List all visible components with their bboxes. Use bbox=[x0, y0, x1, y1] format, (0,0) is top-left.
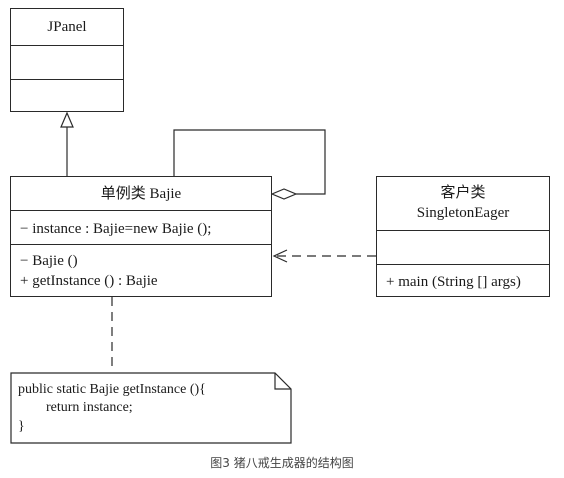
note-folded-corner bbox=[274, 373, 291, 390]
client-operations-compartment: + main (String [] args) bbox=[377, 264, 549, 297]
class-jpanel: JPanel bbox=[10, 8, 124, 112]
singleton-attribute-instance: − instance : Bajie=new Bajie (); bbox=[20, 221, 212, 237]
inheritance-triangle bbox=[60, 111, 74, 128]
class-client-singletoneager: 客户类 SingletonEager + main (String [] arg… bbox=[376, 176, 550, 297]
client-stereotype: 客户类 bbox=[440, 185, 486, 201]
figure-caption: 图3 猪八戒生成器的结构图 bbox=[210, 456, 354, 470]
dependency-arrowhead bbox=[272, 249, 288, 263]
client-name: SingletonEager bbox=[416, 205, 510, 221]
client-name-compartment: 客户类 SingletonEager bbox=[377, 177, 549, 230]
jpanel-name: JPanel bbox=[47, 19, 87, 35]
jpanel-operations-compartment bbox=[11, 79, 123, 112]
singleton-operation-getinstance: + getInstance () : Bajie bbox=[20, 273, 158, 289]
jpanel-attributes-compartment bbox=[11, 45, 123, 79]
note-shape bbox=[10, 372, 292, 444]
class-singleton-bajie: 单例类 Bajie − instance : Bajie=new Bajie (… bbox=[10, 176, 272, 297]
dependency-arrow bbox=[272, 249, 376, 263]
singleton-operation-constructor: − Bajie () bbox=[20, 253, 78, 269]
singleton-name-compartment: 单例类 Bajie bbox=[11, 177, 271, 210]
inheritance-arrow bbox=[60, 111, 74, 176]
note-line-return: return instance; bbox=[18, 400, 133, 415]
self-aggregation bbox=[173, 129, 326, 200]
singleton-name: 单例类 Bajie bbox=[100, 186, 182, 202]
client-attributes-compartment bbox=[377, 230, 549, 264]
singleton-attributes-compartment: − instance : Bajie=new Bajie (); bbox=[11, 210, 271, 244]
singleton-operations-compartment: − Bajie () + getInstance () : Bajie bbox=[11, 244, 271, 297]
jpanel-name-compartment: JPanel bbox=[11, 9, 123, 45]
note-line-signature: public static Bajie getInstance (){ bbox=[18, 382, 206, 397]
client-operation-main: + main (String [] args) bbox=[386, 274, 521, 290]
aggregation-diamond bbox=[270, 188, 298, 200]
note-line-close-brace: } bbox=[18, 419, 25, 434]
